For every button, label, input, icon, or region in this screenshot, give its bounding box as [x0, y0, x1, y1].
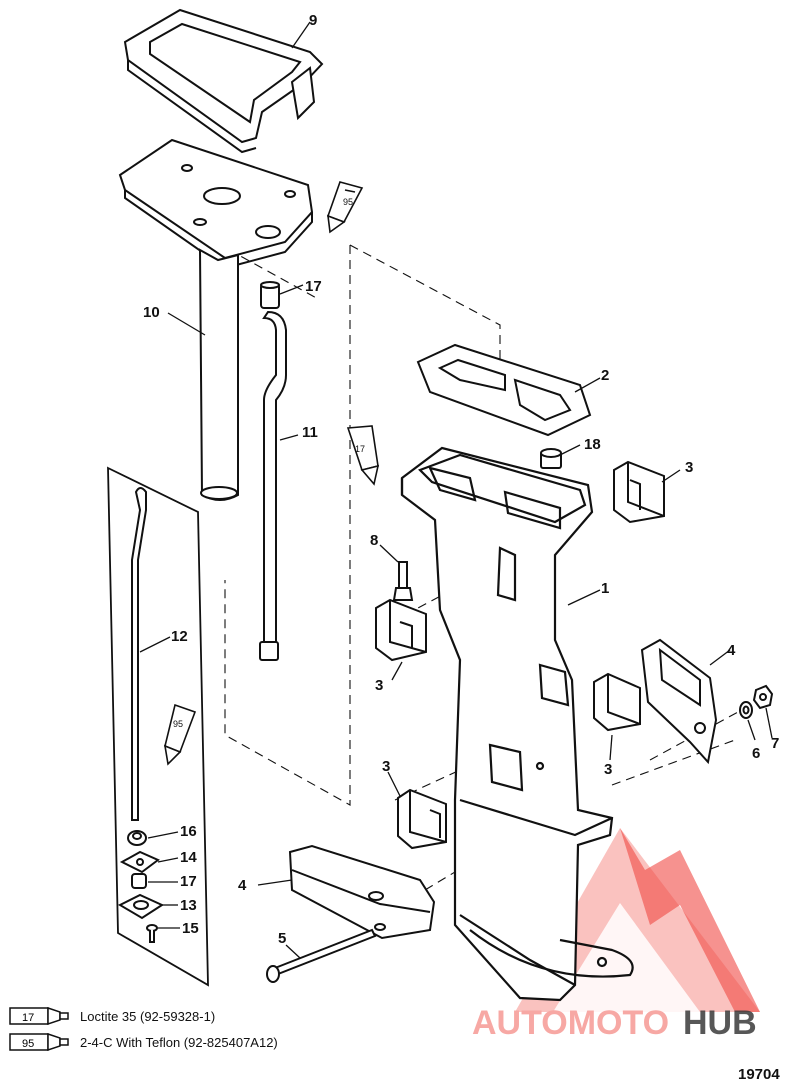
callout-3-lower-left: 3: [382, 758, 390, 775]
callout-17-lower: 17: [180, 873, 197, 890]
bushing-part-17-lower: [131, 873, 147, 889]
water-tube-part-11: [259, 310, 287, 661]
watermark-text-a: AUTOMOTO: [472, 1004, 669, 1042]
gasket-part-2: [416, 343, 592, 437]
seal-ring-part-9: [123, 8, 324, 154]
legend-text: 2-4-C With Teflon (92-825407A12): [80, 1035, 278, 1050]
nut-part-7: [752, 684, 774, 710]
sealant-tube-17: 17: [346, 425, 380, 486]
exhaust-plate-part-10: [118, 138, 314, 501]
tube-label-95-lower: 95: [173, 719, 183, 729]
callout-16: 16: [180, 823, 197, 840]
callout-8: 8: [370, 532, 378, 549]
callout-5: 5: [278, 930, 286, 947]
callout-13: 13: [180, 897, 197, 914]
driveshaft-housing-part-1: [400, 446, 634, 1002]
bracket-part-4-lower: [288, 844, 436, 940]
callout-2: 2: [601, 367, 609, 384]
holder-part-13: [117, 893, 165, 920]
screw-part-8: [392, 561, 414, 601]
legend-code: 17: [22, 1012, 34, 1024]
mount-part-3-upper-right: [613, 460, 665, 524]
legend-tube-icon: [9, 1032, 69, 1052]
watermark-text-b: HUB: [683, 1004, 757, 1042]
callout-14: 14: [180, 849, 197, 866]
callout-numbers: 9 10 17 11 2 18 3 1 8 3 4 3 6 7 3 4 5 12…: [143, 12, 779, 947]
mount-part-3-middle-right: [593, 672, 641, 732]
legend-code: 95: [22, 1038, 34, 1050]
legend: 17 Loctite 35 (92-59328-1) 95 2-4-C With…: [9, 1006, 278, 1052]
sealant-tube-95-upper: 95: [326, 181, 364, 234]
water-tube-part-12: [131, 487, 147, 821]
callout-12: 12: [171, 628, 188, 645]
callout-10: 10: [143, 304, 160, 321]
callout-17-upper: 17: [305, 278, 322, 295]
tube-label-17: 17: [355, 444, 365, 454]
screw-part-15: [146, 924, 158, 943]
mount-part-3-lower-left: [397, 788, 447, 850]
callout-9: 9: [309, 12, 317, 29]
bushing-part-17-upper: [260, 281, 280, 309]
callout-6: 6: [752, 745, 760, 762]
sealant-tube-95-lower: 95: [163, 703, 197, 766]
plug-part-18: [540, 448, 562, 469]
bracket-part-4-right: [640, 638, 718, 765]
callout-3-middle-left: 3: [375, 677, 383, 694]
inset-panel: [107, 466, 209, 987]
bolt-part-5: [266, 928, 377, 983]
legend-row-1: 17 Loctite 35 (92-59328-1): [9, 1006, 215, 1026]
seal-part-16: [127, 830, 147, 846]
callout-4-lower: 4: [238, 877, 247, 894]
callout-18: 18: [584, 436, 601, 453]
callout-3-upper-right: 3: [685, 459, 693, 476]
legend-text: Loctite 35 (92-59328-1): [80, 1009, 215, 1024]
callout-3-middle-right: 3: [604, 761, 612, 778]
callout-7: 7: [771, 735, 779, 752]
plate-part-14: [119, 850, 160, 874]
callout-1: 1: [601, 580, 609, 597]
figure-number: 19704: [738, 1066, 780, 1083]
tube-label-95-upper: 95: [343, 197, 353, 207]
callout-4-right: 4: [727, 642, 736, 659]
callout-15: 15: [182, 920, 199, 937]
leader-lines: [139, 21, 773, 959]
legend-tube-icon: [9, 1006, 69, 1026]
legend-row-2: 95 2-4-C With Teflon (92-825407A12): [9, 1032, 278, 1052]
mount-part-3-middle-left: [375, 598, 427, 662]
washer-part-6: [739, 701, 753, 719]
callout-11: 11: [302, 424, 318, 441]
